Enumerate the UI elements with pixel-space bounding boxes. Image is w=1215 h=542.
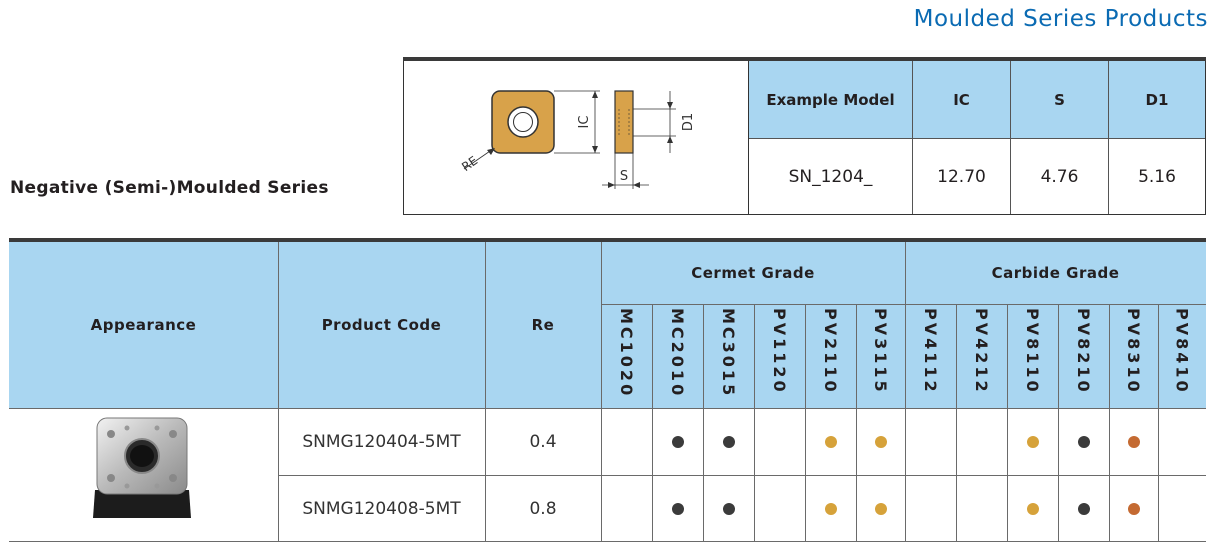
example-header-d1: D1 [1108, 61, 1205, 138]
grade-availability-dot [874, 436, 887, 448]
grade-column-header: PV8410 [1158, 304, 1206, 408]
column-rule [278, 242, 279, 542]
grade-label: PV8410 [1172, 308, 1192, 395]
header-cermet-grade: Cermet Grade [691, 264, 815, 282]
column-rule [905, 242, 906, 542]
column-rule [1109, 304, 1110, 542]
header-product-code: Product Code [278, 242, 485, 408]
example-spec-grid: Example Model IC S D1 SN_1204_ 12.70 4.7… [749, 61, 1205, 214]
column-rule [1158, 304, 1159, 542]
example-header-s: S [1010, 61, 1108, 138]
grade-column-header: MC1020 [601, 304, 652, 408]
column-rule [956, 304, 957, 542]
grade-label: PV3115 [871, 308, 890, 395]
grade-column-header: PV8310 [1109, 304, 1158, 408]
grade-label: PV4212 [972, 308, 991, 395]
re-dim-label: RE [459, 153, 480, 174]
grade-column-header: PV8210 [1058, 304, 1109, 408]
grade-availability-dot [874, 503, 887, 515]
example-value-model: SN_1204_ [749, 138, 912, 214]
re-cell: 0.8 [529, 499, 557, 519]
re-cell: 0.4 [529, 432, 557, 452]
column-rule [754, 304, 755, 542]
example-header-ic: IC [912, 61, 1010, 138]
grade-availability-dot [1127, 436, 1140, 448]
product-code-cell: SNMG120408-5MT [302, 499, 461, 519]
header-carbide-grade: Carbide Grade [991, 264, 1120, 282]
insert-drawing: IC D1 S RE [404, 61, 749, 214]
grade-column-header: PV4112 [905, 304, 956, 408]
grade-availability-dot [671, 503, 684, 515]
product-code-cell: SNMG120404-5MT [302, 432, 461, 452]
header-appearance: Appearance [9, 242, 278, 408]
grade-label: PV8110 [1023, 308, 1042, 395]
s-dim-label: S [620, 169, 628, 184]
column-rule [805, 304, 806, 542]
grade-availability-dot [824, 436, 837, 448]
example-header-model: Example Model [749, 61, 912, 138]
page-title: Moulded Series Products [913, 6, 1208, 32]
example-value-ic: 12.70 [912, 138, 1010, 214]
grade-column-header: PV3115 [856, 304, 905, 408]
grade-availability-dot [722, 503, 735, 515]
grade-label: PV4112 [921, 308, 940, 395]
column-rule [652, 304, 653, 542]
header-grades-bg [601, 242, 1206, 408]
insert-schematic: IC D1 S RE [459, 90, 696, 189]
grade-label: MC3015 [719, 308, 738, 399]
example-top-rule [403, 57, 1206, 61]
grade-label: PV8310 [1124, 308, 1143, 395]
grade-column-header: MC2010 [652, 304, 703, 408]
row-rule [278, 475, 1206, 476]
column-rule [703, 304, 704, 542]
d1-dim-label: D1 [681, 113, 696, 131]
grade-column-header: PV8110 [1007, 304, 1058, 408]
grade-column-header: PV2110 [805, 304, 856, 408]
grade-label: MC1020 [617, 308, 636, 399]
column-rule [1058, 304, 1059, 542]
grade-availability-dot [1026, 436, 1039, 448]
header-re: Re [485, 242, 601, 408]
column-rule [856, 304, 857, 542]
table-top-rule [9, 238, 1206, 242]
product-grade-table: Appearance Product Code Re Cermet Grade … [9, 238, 1206, 542]
grade-availability-dot [824, 503, 837, 515]
grade-column-header: PV4212 [956, 304, 1007, 408]
grade-availability-dot [1077, 436, 1090, 448]
grade-label: PV8210 [1074, 308, 1093, 395]
grade-column-header: PV1120 [754, 304, 805, 408]
example-value-d1: 5.16 [1108, 138, 1205, 214]
grade-availability-dot [671, 436, 684, 448]
row-rule [601, 304, 1206, 305]
example-value-s: 4.76 [1010, 138, 1108, 214]
grade-label: PV2110 [821, 308, 840, 395]
example-model-box: IC D1 S RE Example Model IC S D1 SN_1204… [403, 57, 1206, 215]
insert-product-image [93, 417, 191, 518]
column-rule [601, 242, 602, 542]
series-title: Negative (Semi-)Moulded Series [10, 178, 329, 198]
column-rule [1007, 304, 1008, 542]
grade-availability-dot [1127, 503, 1140, 515]
grade-availability-dot [1026, 503, 1039, 515]
ic-dim-label: IC [577, 116, 592, 129]
grade-label: MC2010 [668, 308, 687, 399]
grade-label: PV1120 [770, 308, 789, 395]
grade-column-header: MC3015 [703, 304, 754, 408]
row-rule [9, 408, 1206, 409]
column-rule [485, 242, 486, 542]
grade-availability-dot [1077, 503, 1090, 515]
grade-availability-dot [722, 436, 735, 448]
